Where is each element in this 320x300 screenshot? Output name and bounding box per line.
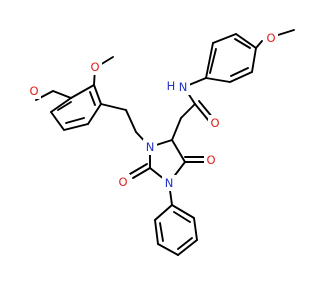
dimethoxyphenyl-ring [50,84,102,131]
molecule-structure: O O O O O O N H N N [27,29,295,256]
atom-n-ring-upper: N [146,140,155,154]
methoxyphenyl-ring-right [205,29,295,83]
atom-h-amide: H [167,79,176,93]
atom-o-amide: O [210,116,219,130]
atom-labels: O O O O O O N H N N [27,30,278,191]
atom-o-ring-left: O [118,175,127,189]
atom-o-methoxy-upper: O [90,60,99,74]
ethyl-linker [100,103,151,148]
phenyl-ring-lower [154,182,198,256]
atom-n-amide: N [179,80,188,94]
atom-o-methoxy-right: O [266,31,275,45]
atom-o-ring-right: O [206,153,215,167]
atom-o-methoxy-left: O [29,84,38,98]
atom-n-ring-lower: N [165,176,174,190]
